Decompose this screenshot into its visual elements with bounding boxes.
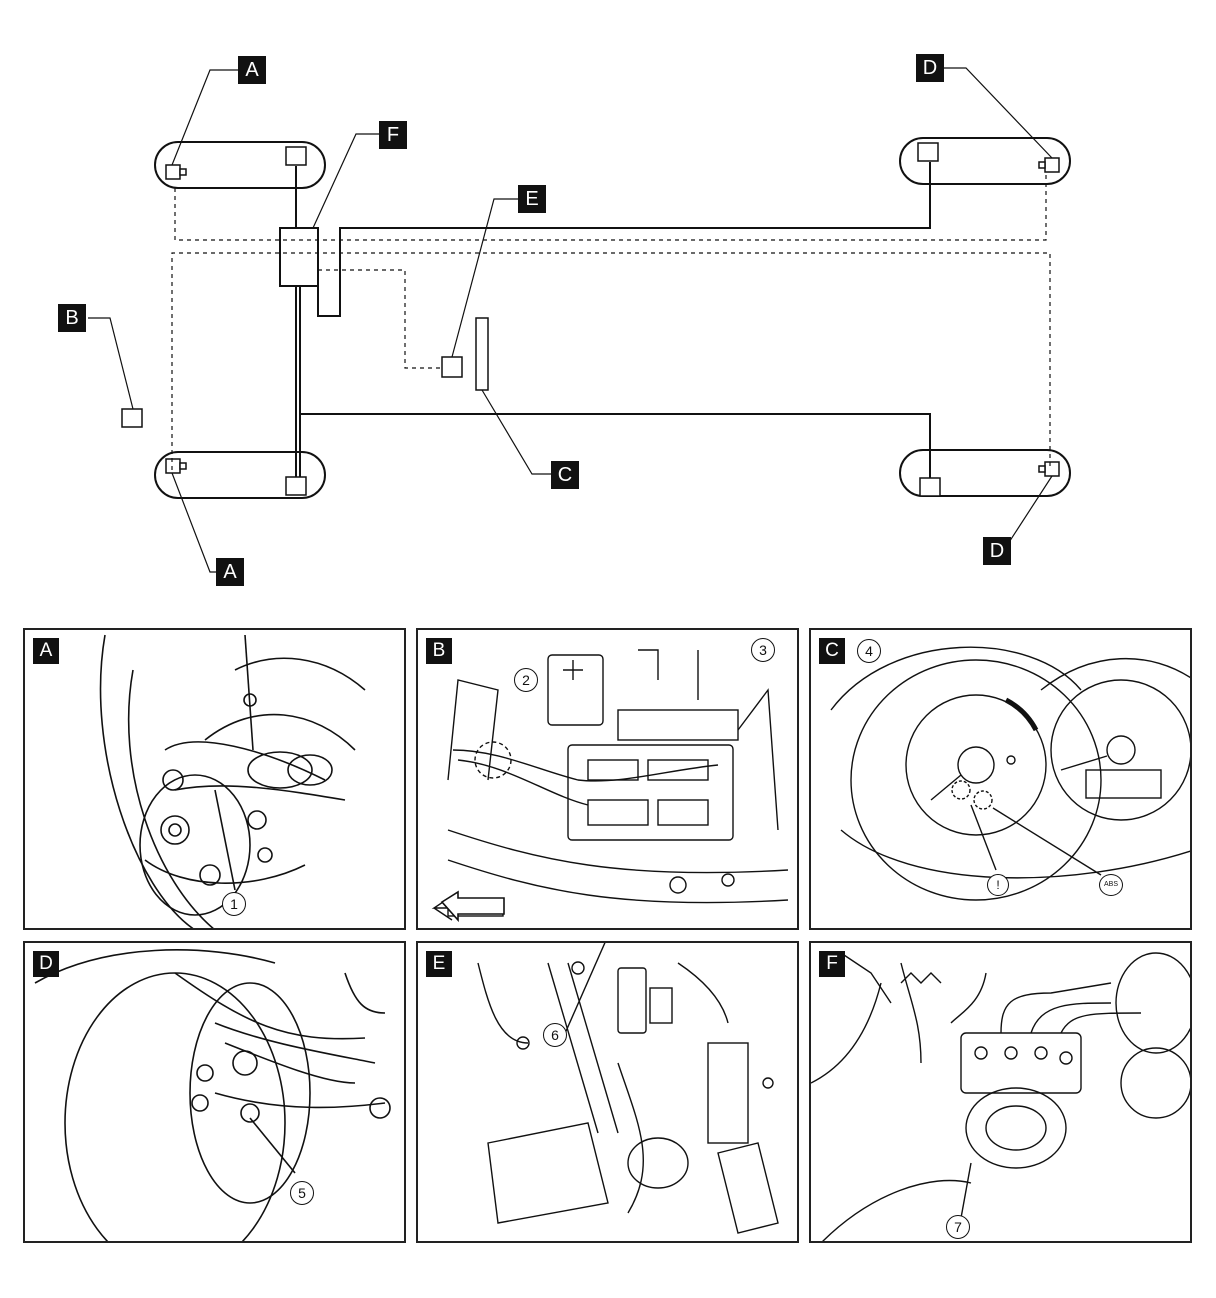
tag-a-bottom: A (216, 558, 244, 586)
front-left-bottom-wheel (154, 451, 326, 499)
vehicle-layout-diagram (88, 67, 1071, 573)
tag-d-top: D (916, 54, 944, 82)
callout-7: 7 (946, 1215, 970, 1239)
callout-1: 1 (222, 892, 246, 916)
tag-c: C (551, 461, 579, 489)
abs-warning-lamp: ABS (1099, 874, 1123, 896)
rear-right-top-wheel (899, 137, 1071, 185)
rear-wheel-sensor-illustration (34, 949, 391, 1241)
combination-meter-illustration (830, 646, 1190, 901)
tag-b: B (58, 304, 86, 332)
tag-f: F (379, 121, 407, 149)
panel-b-label: B (426, 638, 452, 664)
detail-panel-b: B 2 3 (416, 628, 799, 930)
detail-panel-a: A 1 (23, 628, 406, 930)
panel-c-label: C (819, 638, 845, 664)
panel-d-label: D (33, 951, 59, 977)
callout-3: 3 (751, 638, 775, 662)
abs-actuator-illustration (811, 952, 1190, 1241)
detail-panel-e: E 6 (416, 941, 799, 1243)
tag-d-bottom: D (983, 537, 1011, 565)
tag-a-top: A (238, 56, 266, 84)
panel-f-label: F (819, 951, 845, 977)
callout-2: 2 (514, 668, 538, 692)
callout-5: 5 (290, 1181, 314, 1205)
engine-compartment-illustration (431, 649, 789, 923)
detail-panel-d: D 5 (23, 941, 406, 1243)
panel-e-label: E (426, 951, 452, 977)
tag-e: E (518, 185, 546, 213)
front-left-top-wheel (154, 141, 326, 189)
callout-6: 6 (543, 1023, 567, 1047)
pedal-switch-illustration (477, 943, 779, 1234)
callout-4: 4 (857, 639, 881, 663)
front-wheel-sensor-illustration (99, 634, 366, 928)
detail-panel-c: C 4 ! ABS (809, 628, 1192, 930)
abs-actuator-box (279, 227, 319, 287)
brake-warning-lamp: ! (987, 874, 1009, 896)
panel-a-label: A (33, 638, 59, 664)
rear-right-bottom-wheel (899, 449, 1071, 497)
detail-panel-f: F 7 (809, 941, 1192, 1243)
